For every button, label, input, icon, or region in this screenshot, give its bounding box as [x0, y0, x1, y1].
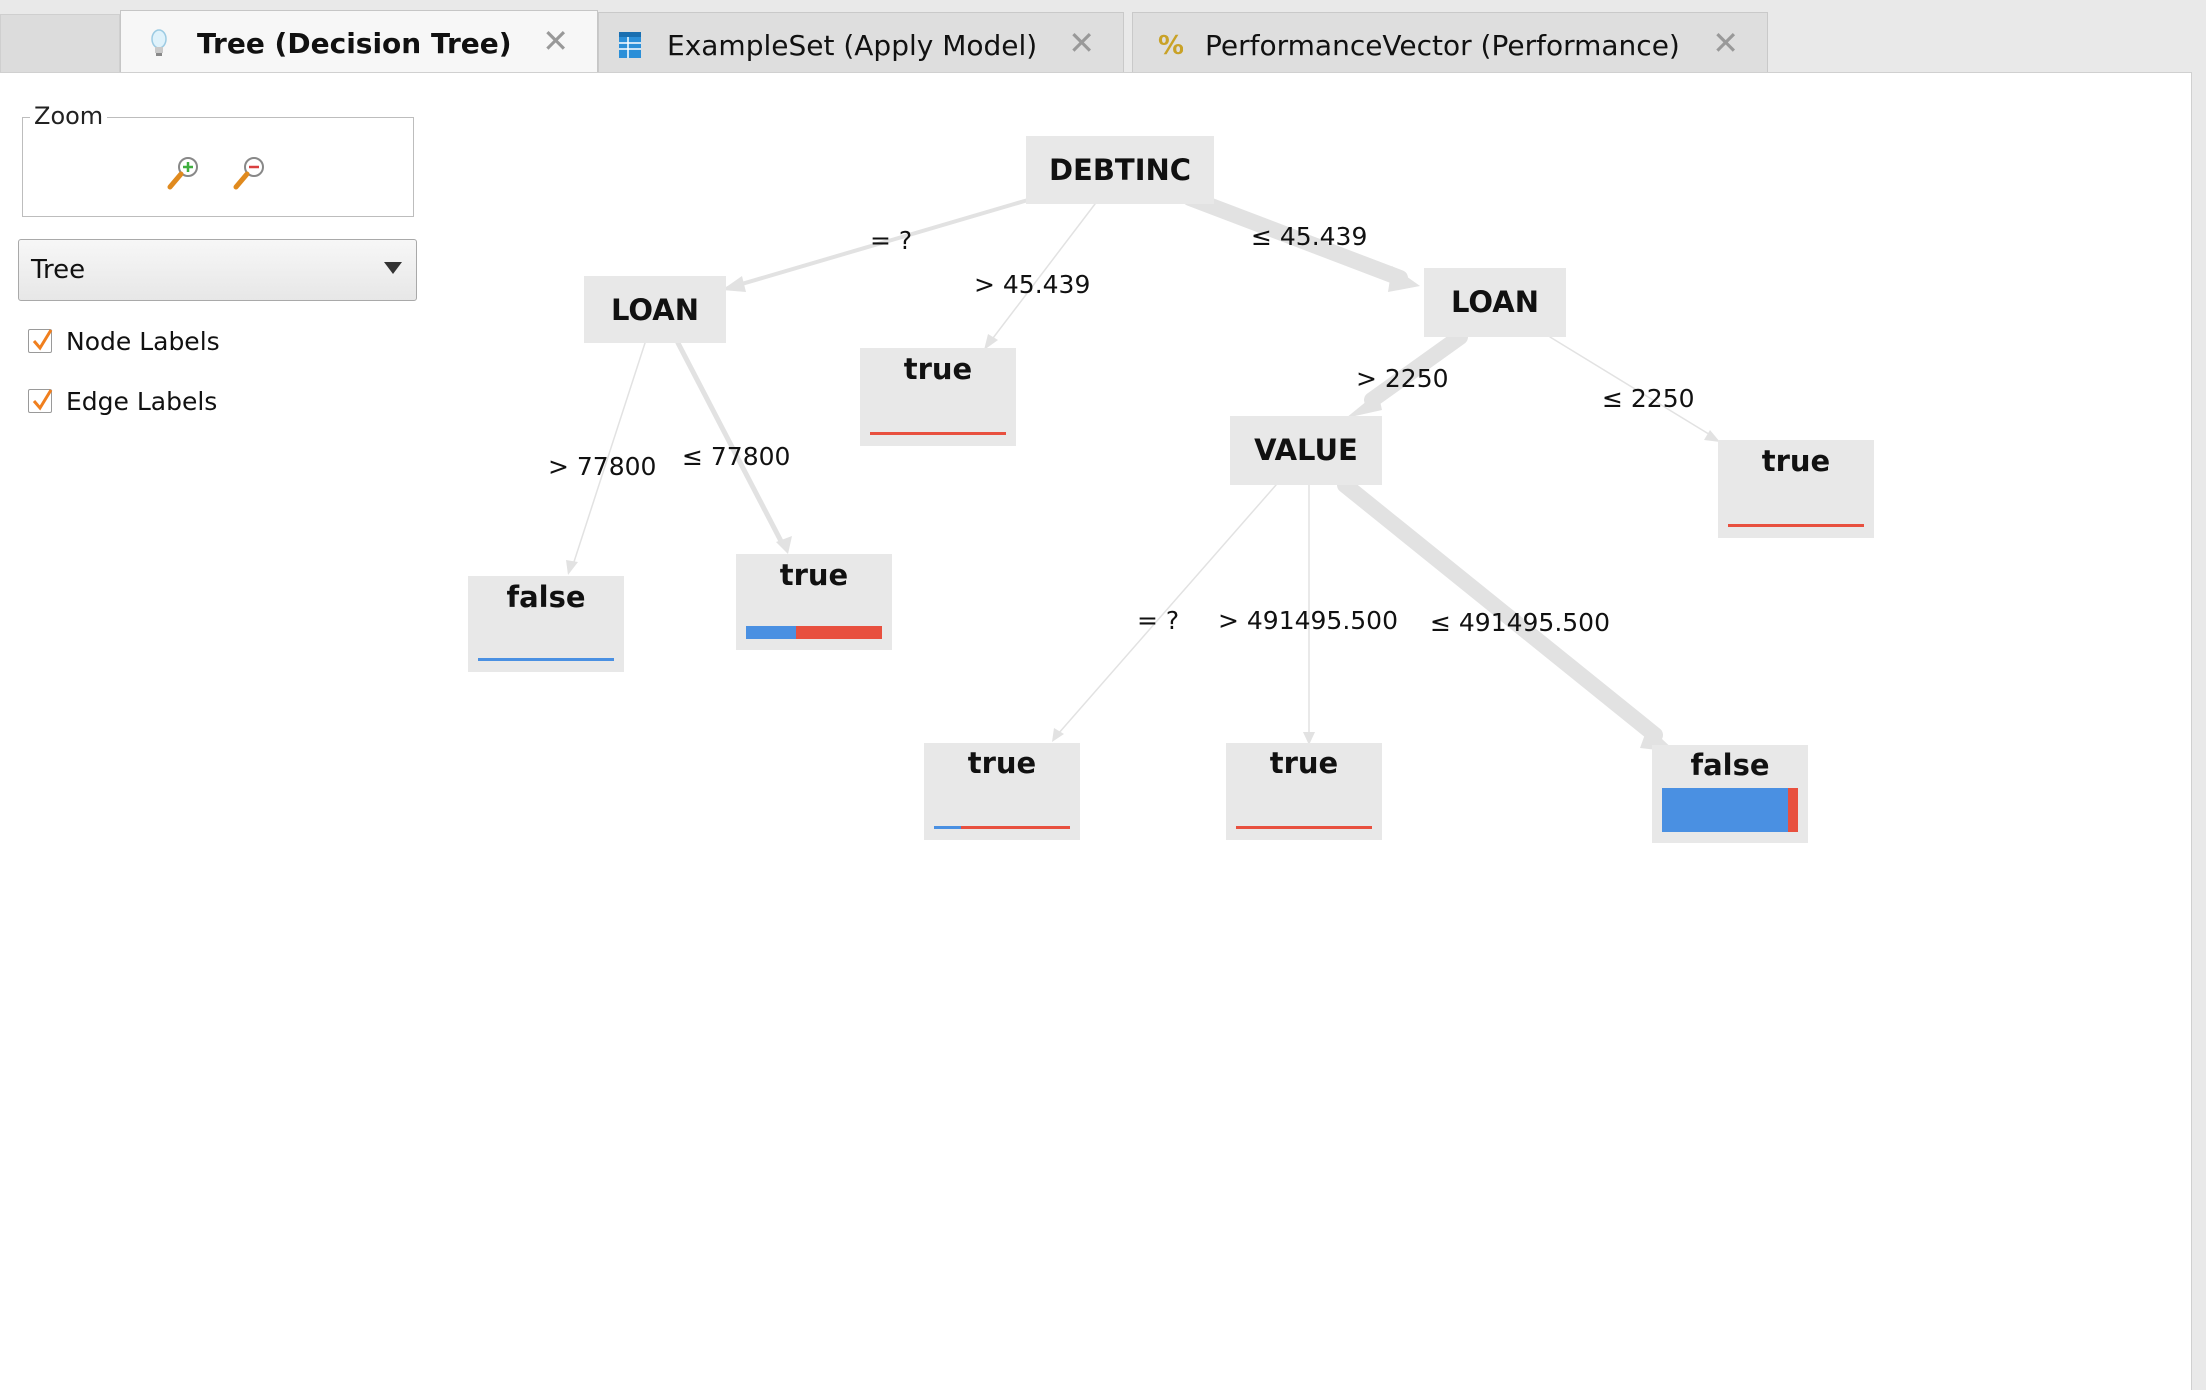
tree-leaf[interactable]: false	[468, 576, 624, 672]
tab-decision-tree[interactable]: Tree (Decision Tree) ✕	[120, 10, 598, 73]
edge-label: = ?	[1137, 606, 1180, 635]
class-distribution-bar	[934, 826, 1070, 829]
node-label: DEBTINC	[1048, 153, 1192, 187]
tree-node-loan-left[interactable]: LOAN	[584, 276, 726, 343]
edge-value-missing	[1057, 484, 1277, 735]
node-label: LOAN	[610, 293, 700, 327]
edge-loanl-gt	[571, 342, 646, 569]
leaf-label: false	[1690, 748, 1770, 782]
class-distribution-bar	[478, 658, 614, 661]
edge-label: ≤ 45.439	[1251, 222, 1368, 251]
tree-leaf[interactable]: false	[1652, 745, 1808, 843]
edge-root-gt	[989, 203, 1096, 343]
class-distribution-bar	[746, 626, 882, 639]
distribution-segment-true	[1728, 524, 1864, 527]
leaf-label: true	[967, 746, 1037, 780]
tree-leaf[interactable]: true	[736, 554, 892, 650]
zoom-out-icon[interactable]	[230, 153, 270, 193]
view-mode-value: Tree	[31, 255, 86, 285]
distribution-segment-true	[796, 626, 882, 639]
node-labels-label: Node Labels	[66, 326, 220, 356]
distribution-segment-true	[870, 432, 1006, 435]
distribution-segment-true	[1236, 826, 1372, 829]
chevron-down-icon	[384, 262, 402, 274]
edge-loanl-le	[675, 340, 786, 548]
leaf-label: true	[1761, 444, 1831, 478]
distribution-segment-false	[934, 826, 962, 829]
zoom-in-icon[interactable]	[164, 153, 204, 193]
edge-label: ≤ 77800	[682, 442, 791, 471]
node-labels-checkbox[interactable]	[28, 329, 53, 353]
class-distribution-bar	[870, 432, 1006, 435]
edge-label: > 2250	[1356, 364, 1449, 393]
distribution-segment-true	[961, 826, 1070, 829]
leaf-label: true	[1269, 746, 1339, 780]
leaf-label: false	[506, 580, 586, 614]
table-icon	[617, 30, 643, 60]
edge-label: > 77800	[548, 452, 657, 481]
zoom-legend: Zoom	[30, 102, 108, 130]
view-mode-select[interactable]: Tree	[18, 239, 417, 301]
class-distribution-bar	[1236, 826, 1372, 829]
tree-leaf[interactable]: true	[924, 743, 1080, 840]
class-distribution-bar	[1662, 788, 1798, 832]
tab-exampleset[interactable]: ExampleSet (Apply Model) ✕	[598, 12, 1124, 72]
percent-icon: %	[1157, 30, 1184, 61]
edge-value-le	[1337, 477, 1663, 743]
tree-leaf[interactable]: true	[1226, 743, 1382, 840]
tab-strip: Tree (Decision Tree) ✕ ExampleSet (Apply…	[0, 0, 2206, 73]
edge-label: = ?	[870, 226, 913, 255]
distribution-segment-false	[478, 658, 614, 661]
edge-labels-label: Edge Labels	[66, 386, 218, 416]
tab-label: Tree (Decision Tree)	[197, 27, 512, 60]
edge-loanr-le	[1549, 336, 1713, 437]
edge-labels-option[interactable]: Edge Labels	[28, 386, 217, 416]
edge-label: ≤ 491495.500	[1430, 608, 1610, 637]
tab-strip-spacer	[0, 14, 120, 72]
edge-label: ≤ 2250	[1602, 384, 1695, 413]
tree-leaf[interactable]: true	[860, 348, 1016, 446]
node-label: LOAN	[1450, 285, 1540, 319]
distribution-segment-true	[1788, 788, 1798, 832]
close-icon[interactable]: ✕	[1712, 24, 1739, 62]
distribution-segment-false	[1662, 788, 1789, 832]
edge-label: > 45.439	[974, 270, 1091, 299]
edge-label: > 491495.500	[1218, 606, 1398, 635]
tree-node-loan-right[interactable]: LOAN	[1424, 268, 1566, 337]
edge-loanr-gt	[1364, 329, 1468, 408]
tree-node-debtinc[interactable]: DEBTINC	[1026, 136, 1214, 204]
svg-text:%: %	[1158, 31, 1183, 60]
tab-label: ExampleSet (Apply Model)	[667, 29, 1038, 62]
leaf-label: true	[779, 558, 849, 592]
leaf-label: true	[903, 352, 973, 386]
tree-leaf[interactable]: true	[1718, 440, 1874, 538]
edge-labels-checkbox[interactable]	[28, 389, 53, 413]
lightbulb-icon	[147, 28, 173, 58]
tab-label: PerformanceVector (Performance)	[1205, 29, 1680, 62]
edge-root-missing	[726, 198, 1030, 290]
class-distribution-bar	[1728, 524, 1864, 527]
zoom-group	[22, 117, 414, 217]
tab-performance-vector[interactable]: % PerformanceVector (Performance) ✕	[1132, 12, 1768, 72]
edge-root-le	[1182, 190, 1408, 286]
node-labels-option[interactable]: Node Labels	[28, 326, 220, 356]
node-label: VALUE	[1254, 433, 1358, 467]
close-icon[interactable]: ✕	[542, 22, 569, 60]
distribution-segment-false	[746, 626, 797, 639]
tree-node-value[interactable]: VALUE	[1230, 416, 1382, 485]
close-icon[interactable]: ✕	[1068, 24, 1095, 62]
